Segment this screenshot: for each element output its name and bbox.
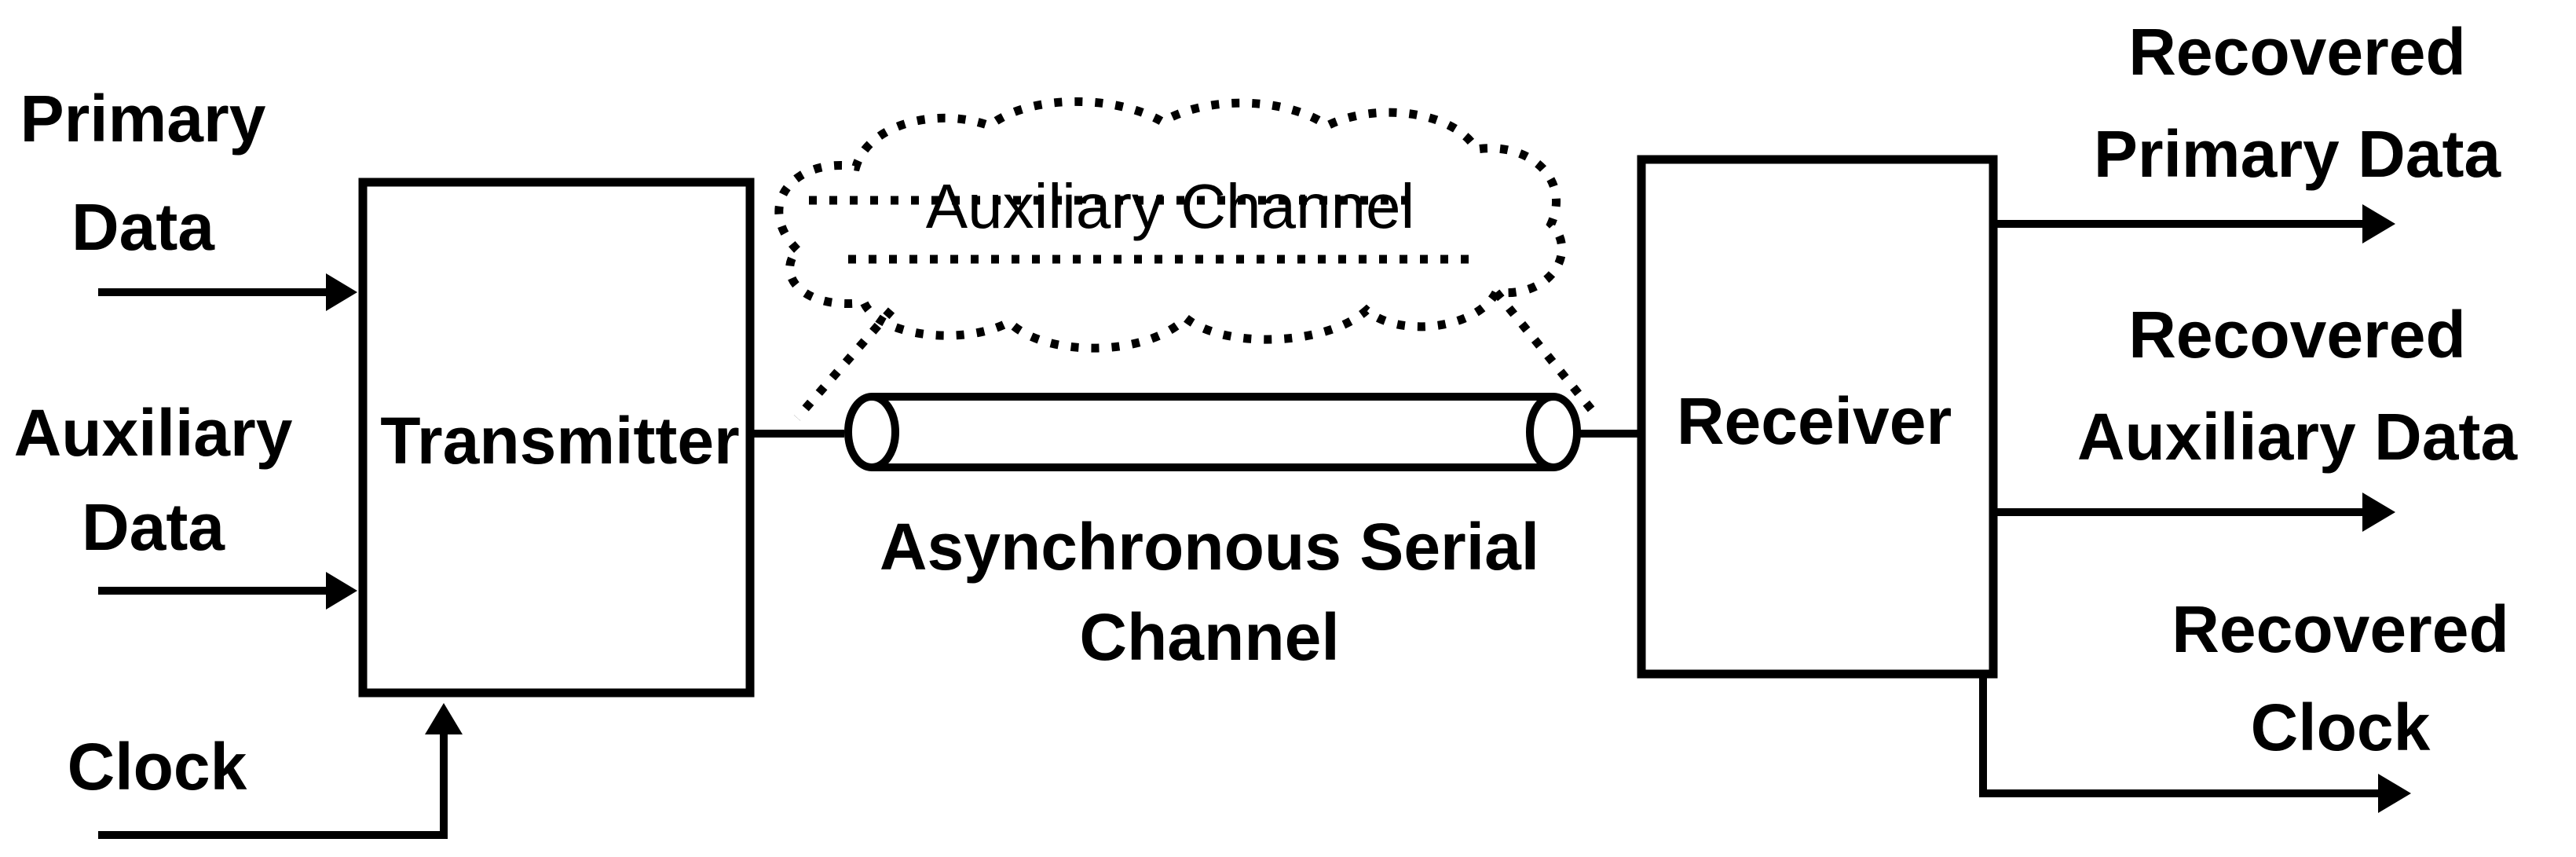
auxiliary-data-label-line2: Data [82,490,225,564]
transmitter-block [358,178,755,698]
primary-data-label-line1: Primary [20,82,266,156]
input-arrows [98,273,463,839]
receiver-block [1637,155,1998,679]
recovered-clock-arrowhead [2378,774,2411,813]
recovered-primary-arrowhead [2362,204,2395,244]
primary-data-arrowhead [326,273,357,311]
recovered-primary-label-line2: Primary Data [2094,117,2502,191]
clock-arrowhead [425,703,463,734]
auxiliary-channel-cloud: Auxiliary Channel [774,97,1602,421]
recovered-auxiliary-label-line1: Recovered [2128,298,2466,372]
auxiliary-channel-label: Auxiliary Channel [926,171,1415,241]
recovered-clock-label-line2: Clock [2251,690,2431,764]
auxiliary-data-arrowhead [326,572,357,610]
receiver-label: Receiver [1677,384,1952,458]
auxiliary-data-label-line1: Auxiliary [14,396,293,470]
serial-channel-label-line1: Asynchronous Serial [880,510,1539,584]
recovered-auxiliary-arrowhead [2362,493,2395,532]
serial-cable [750,393,1641,471]
output-arrows [1979,204,2411,813]
recovered-auxiliary-label-line2: Auxiliary Data [2077,400,2519,474]
clock-label: Clock [68,730,247,804]
transmitter-label: Transmitter [380,404,740,478]
recovered-clock-label-line1: Recovered [2172,592,2509,666]
recovered-primary-label-line1: Recovered [2128,15,2466,89]
primary-data-label-line2: Data [71,190,215,264]
serial-channel-label-line2: Channel [1079,600,1339,674]
